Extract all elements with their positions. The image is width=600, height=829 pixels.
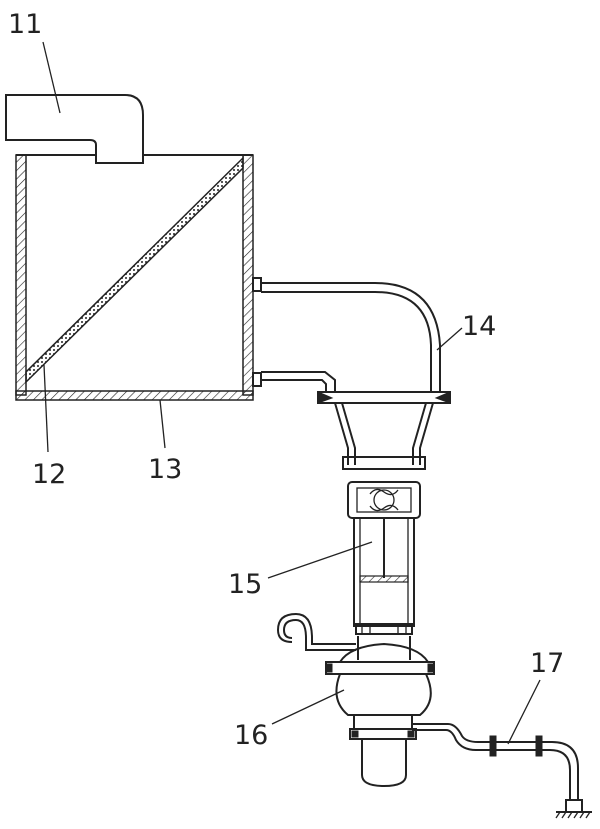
inlet-duct [5, 94, 144, 164]
label-15: 15 [228, 569, 262, 600]
label-14: 14 [462, 311, 496, 342]
leader-lines [42, 41, 541, 745]
label-16: 16 [234, 720, 268, 751]
label-12: 12 [32, 459, 66, 490]
valve-chamber [347, 481, 421, 635]
label-11: 11 [8, 9, 42, 40]
side-hook-pipe [276, 612, 356, 651]
label-17: 17 [530, 648, 564, 679]
filter-screen [25, 156, 244, 384]
vacuum-tank [325, 636, 435, 788]
label-13: 13 [148, 454, 182, 485]
funnel [334, 402, 434, 470]
collection-box [15, 154, 254, 401]
elbow-pipe [252, 277, 451, 404]
outlet-pipe [412, 723, 592, 819]
